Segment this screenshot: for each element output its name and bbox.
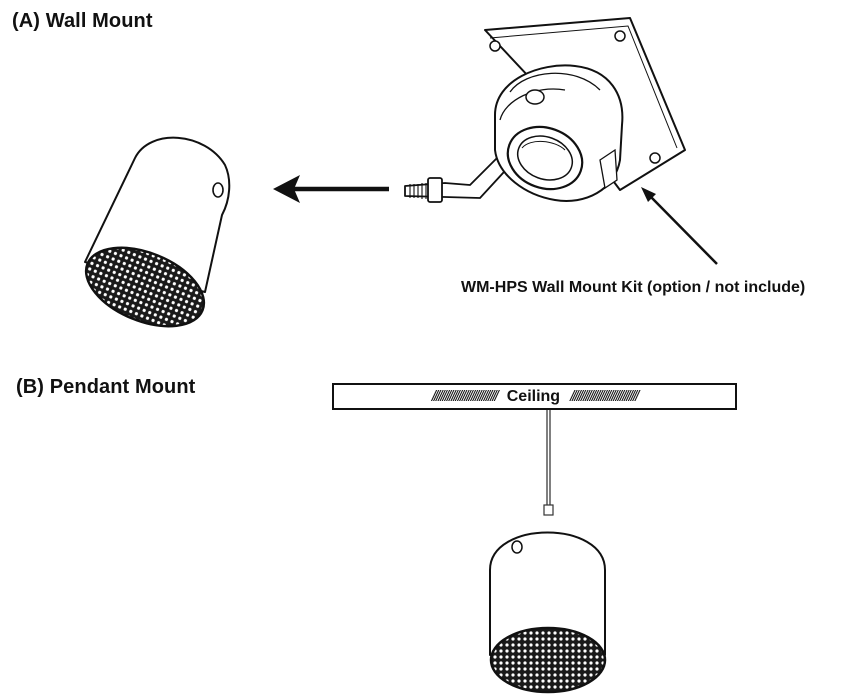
wall-mount-kit: [404, 17, 686, 203]
ceiling-bar: ////////////////////////////// Ceiling /…: [332, 383, 737, 410]
ceiling-hatch-left: //////////////////////////////: [431, 388, 499, 405]
wall-speaker: [84, 136, 231, 328]
ceiling-hatch-right: ///////////////////////////////: [570, 388, 639, 405]
pendant-grille: [489, 626, 607, 694]
speaker-screw-hole-icon: [212, 182, 224, 198]
pendant-cable: [543, 410, 554, 516]
speaker-grille: [84, 246, 206, 328]
left-arrow-icon: [273, 175, 389, 203]
pendant-speaker: [489, 531, 607, 694]
kit-leader-line: [649, 195, 718, 265]
wall-mount-kit-label: WM-HPS Wall Mount Kit (option / not incl…: [461, 279, 806, 296]
kit-leader-arrow-icon: [641, 187, 656, 202]
section-b-title: (B) Pendant Mount: [16, 376, 196, 398]
ceiling-label: Ceiling: [506, 387, 561, 405]
pendant-screw-hole-icon: [511, 540, 523, 554]
section-a-title: (A) Wall Mount: [12, 10, 153, 32]
